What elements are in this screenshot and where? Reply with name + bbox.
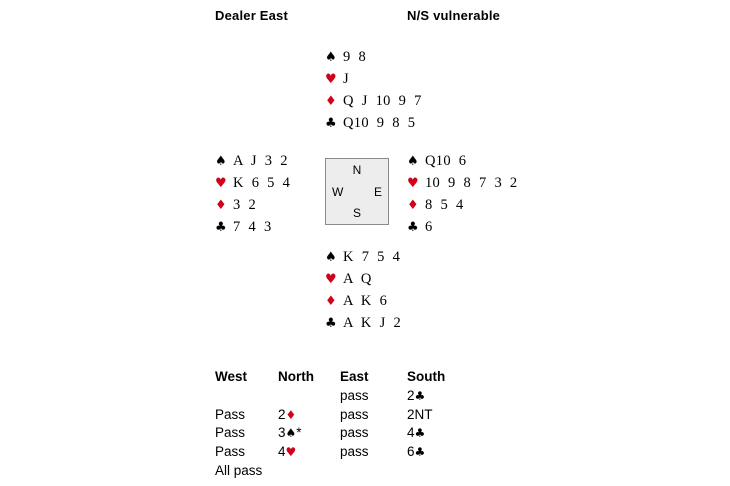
east-diamonds-row: ♦ 8 5 4 bbox=[407, 194, 517, 216]
auction-cell: Pass bbox=[215, 425, 246, 441]
heart-icon: ♥ bbox=[215, 176, 227, 191]
north-hearts-cards: J bbox=[343, 71, 349, 87]
auction-header-north: North bbox=[278, 369, 314, 384]
north-spades-cards: 9 8 bbox=[343, 49, 367, 65]
auction-cell: 4♥ bbox=[278, 444, 297, 460]
black-suit-icon: ♣ bbox=[414, 426, 426, 441]
vulnerability-label: N/S vulnerable bbox=[407, 8, 501, 23]
west-diamonds-row: ♦ 3 2 bbox=[215, 194, 290, 216]
auction-cell: pass bbox=[340, 444, 369, 460]
south-diamonds-row: ♦ A K 6 bbox=[325, 290, 401, 312]
auction-header-west: West bbox=[215, 369, 248, 384]
south-spades-row: ♠ K 7 5 4 bbox=[325, 246, 401, 268]
south-clubs-cards: A K J 2 bbox=[343, 315, 402, 331]
heart-icon: ♥ bbox=[407, 176, 419, 191]
club-icon: ♣ bbox=[407, 220, 419, 235]
south-clubs-row: ♣ A K J 2 bbox=[325, 312, 401, 334]
south-spades-cards: K 7 5 4 bbox=[343, 249, 401, 265]
west-clubs-cards: 7 4 3 bbox=[233, 219, 272, 235]
auction-header-east: East bbox=[340, 369, 369, 384]
north-spades-row: ♠ 9 8 bbox=[325, 46, 422, 68]
north-diamonds-row: ♦ Q J 10 9 7 bbox=[325, 90, 422, 112]
auction-cell: 2NT bbox=[407, 406, 433, 422]
south-hearts-cards: A Q bbox=[343, 271, 372, 287]
auction-section: West North East South pass 2♣ Pass 2♦ pass 2N… bbox=[215, 368, 479, 481]
south-diamonds-cards: A K 6 bbox=[343, 293, 388, 309]
south-hearts-row: ♥ A Q bbox=[325, 268, 401, 290]
east-clubs-row: ♣6 bbox=[407, 216, 517, 238]
east-clubs-cards: 6 bbox=[425, 219, 433, 235]
auction-cell: 2♣ bbox=[407, 387, 426, 403]
east-spades-cards: Q10 6 bbox=[425, 153, 467, 169]
spade-icon: ♠ bbox=[215, 154, 227, 169]
east-hand: ♠Q10 6 ♥10 9 8 7 3 2 ♦8 5 4 ♣6 bbox=[407, 150, 517, 238]
auction-cell: Pass bbox=[215, 444, 246, 460]
south-hand: ♠ K 7 5 4 ♥ A Q ♦ A K 6 ♣ A K J 2 bbox=[325, 246, 401, 334]
auction-footer: All pass bbox=[215, 462, 263, 478]
west-diamonds-cards: 3 2 bbox=[233, 197, 257, 213]
auction-table: West North East South pass 2♣ Pass 2♦ pass 2N… bbox=[215, 368, 479, 462]
north-clubs-row: ♣ Q10 9 8 5 bbox=[325, 112, 422, 134]
compass-south-label: S bbox=[352, 206, 362, 220]
spade-icon: ♠ bbox=[325, 50, 337, 65]
west-hearts-row: ♥ K 6 5 4 bbox=[215, 172, 290, 194]
compass-west-label: W bbox=[332, 184, 344, 199]
spade-icon: ♠ bbox=[407, 154, 419, 169]
diamond-icon: ♦ bbox=[325, 94, 337, 109]
auction-cell: pass bbox=[340, 387, 369, 403]
red-suit-icon: ♦ bbox=[285, 407, 297, 422]
club-icon: ♣ bbox=[325, 116, 337, 131]
east-spades-row: ♠ Q10 6 bbox=[407, 150, 517, 172]
auction-cell: Pass bbox=[215, 406, 246, 422]
auction-cell: pass bbox=[340, 406, 369, 422]
west-hearts-cards: K 6 5 4 bbox=[233, 175, 291, 191]
heart-icon: ♥ bbox=[325, 72, 337, 87]
auction-cell: 6♣ bbox=[407, 444, 426, 460]
north-hearts-row: ♥J bbox=[325, 68, 422, 90]
compass-box: N E S W bbox=[325, 158, 389, 225]
auction-cell: 3♠* bbox=[278, 425, 302, 441]
west-hand: ♠ A J 3 2 ♥ K 6 5 4 ♦ 3 2 ♣ 7 4 3 bbox=[215, 150, 290, 238]
black-suit-icon: ♣ bbox=[414, 445, 426, 460]
black-suit-icon: ♣ bbox=[414, 388, 426, 403]
west-spades-row: ♠ A J 3 2 bbox=[215, 150, 290, 172]
compass-north-label: N bbox=[352, 163, 362, 177]
diamond-icon: ♦ bbox=[325, 294, 337, 309]
auction-header-south: South bbox=[407, 369, 446, 384]
east-diamonds-cards: 8 5 4 bbox=[425, 197, 464, 213]
diamond-icon: ♦ bbox=[215, 198, 227, 213]
diamond-icon: ♦ bbox=[407, 198, 419, 213]
north-clubs-cards: Q10 9 8 5 bbox=[343, 115, 416, 131]
spade-icon: ♠ bbox=[325, 250, 337, 265]
auction-cell bbox=[215, 387, 278, 406]
heart-icon: ♥ bbox=[325, 272, 337, 287]
auction-cell: 4♣ bbox=[407, 425, 426, 441]
auction-cell: pass bbox=[340, 425, 369, 441]
club-icon: ♣ bbox=[215, 220, 227, 235]
west-clubs-row: ♣ 7 4 3 bbox=[215, 216, 290, 238]
north-diamonds-cards: Q J 10 9 7 bbox=[343, 93, 422, 109]
east-hearts-row: ♥ 10 9 8 7 3 2 bbox=[407, 172, 517, 194]
compass-east-label: E bbox=[373, 184, 382, 199]
club-icon: ♣ bbox=[325, 316, 337, 331]
dealer-label: Dealer East bbox=[215, 8, 289, 23]
black-suit-icon: ♠ bbox=[285, 426, 297, 441]
north-hand: ♠9 8 ♥J ♦Q J 10 9 7 ♣Q10 9 8 5 bbox=[325, 46, 422, 134]
auction-cell: 2♦ bbox=[278, 406, 297, 422]
red-suit-icon: ♥ bbox=[285, 445, 297, 460]
auction-cell bbox=[278, 387, 340, 406]
west-spades-cards: A J 3 2 bbox=[233, 153, 288, 169]
east-hearts-cards: 10 9 8 7 3 2 bbox=[425, 175, 518, 191]
